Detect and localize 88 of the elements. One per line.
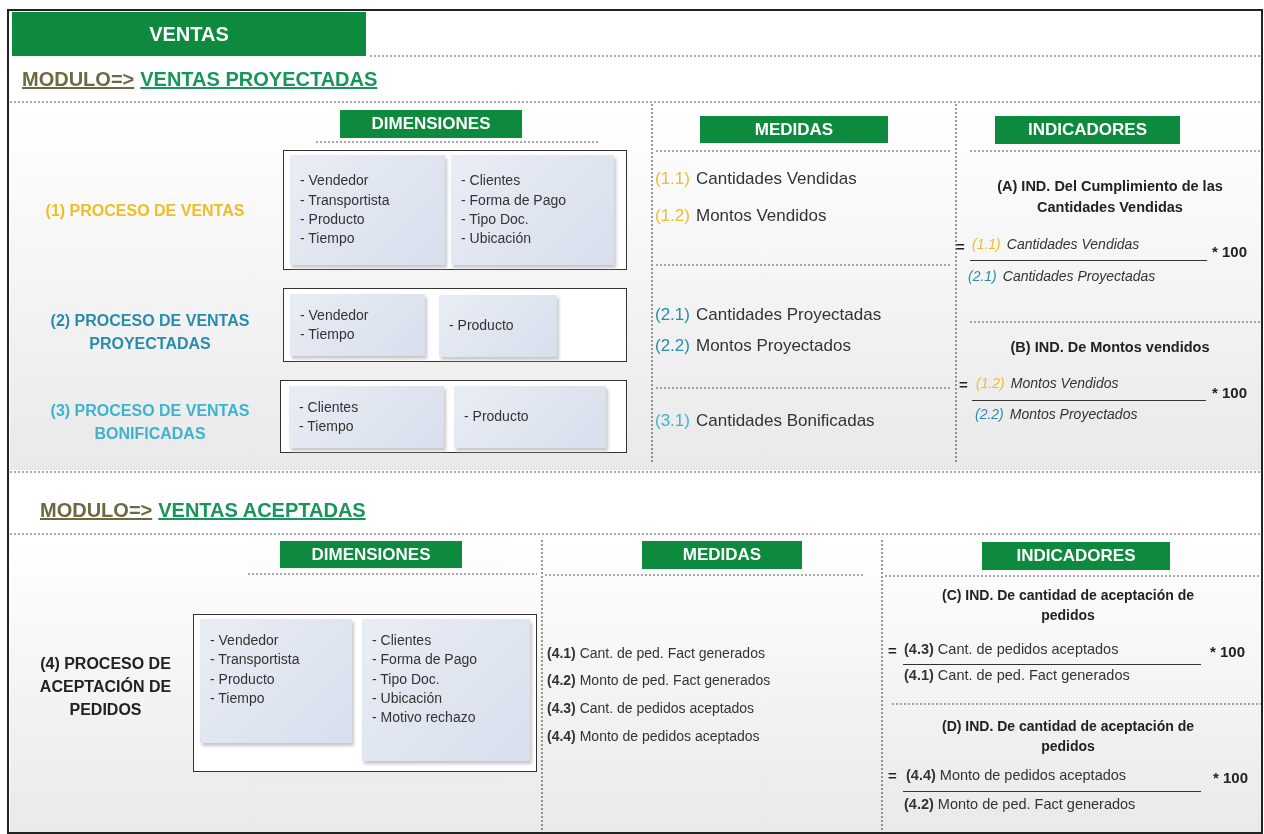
- dimension-item: - Ubicación: [372, 688, 444, 708]
- measure-code: (2.2): [975, 406, 1004, 422]
- formula-term: (4.3) Cant. de pedidos aceptados: [904, 641, 1119, 657]
- formula-term: Cantidades Proyectadas: [1002, 268, 1156, 284]
- measure-code: (1.1): [655, 169, 690, 189]
- dimension-item: - Tiempo: [300, 325, 356, 344]
- measure-code: (2.1): [655, 305, 690, 325]
- measure-code: (3.1): [655, 411, 690, 431]
- measure-code: (1.1): [972, 236, 1001, 252]
- measure-name: (4.4) Monto de pedidos aceptados: [547, 728, 760, 744]
- measure-name: Cantidades Bonificadas: [695, 411, 875, 431]
- section-header: DIMENSIONES: [340, 110, 522, 138]
- measure-name: (4.2) Monto de ped. Fact generados: [547, 672, 771, 688]
- dimension-list-card: [290, 155, 445, 265]
- measure-name: Cantidades Vendidas: [695, 169, 857, 189]
- dimension-item: - Tipo Doc.: [461, 210, 530, 229]
- dimension-list-card: [362, 619, 530, 761]
- section-header: DIMENSIONES: [280, 541, 462, 568]
- measure-code: (1.2): [655, 206, 690, 226]
- formula-term: Cantidades Vendidas: [1006, 236, 1140, 252]
- process-label: (1) PROCESO DE VENTAS: [44, 201, 246, 221]
- dimension-item: - Producto: [300, 210, 366, 229]
- dimension-item: - Tipo Doc.: [372, 669, 441, 689]
- dimension-group-frame: [280, 380, 627, 453]
- measure-code: (2.2): [655, 336, 690, 356]
- section-header: MEDIDAS: [642, 541, 802, 569]
- dimension-item: - Vendedor: [210, 631, 280, 650]
- dimension-item: - Transportista: [300, 190, 391, 210]
- multiplier: * 100: [1213, 769, 1249, 786]
- indicator-title: (A) IND. Del Cumplimiento de las Cantidades Vendidas: [996, 177, 1224, 217]
- dimension-list-card: [200, 619, 352, 743]
- measure-name: Cantidades Proyectadas: [695, 305, 882, 325]
- dimension-item: - Tiempo: [300, 229, 356, 249]
- equals-sign: =: [888, 642, 897, 659]
- dimension-list-card: [289, 386, 444, 448]
- dimension-item: - Tiempo: [210, 688, 266, 708]
- dimension-item: - Ubicación: [461, 229, 533, 249]
- dimension-group-frame: [193, 614, 537, 772]
- dimension-item: - Clientes: [461, 171, 522, 191]
- dimension-item: - Producto: [449, 316, 515, 336]
- measure-name: (4.3) Cant. de pedidos aceptados: [547, 700, 755, 716]
- module-heading: VENTAS PROYECTADAS: [140, 68, 378, 91]
- indicator-title: (B) IND. De Montos vendidos: [1009, 338, 1211, 357]
- dimension-item: - Tiempo: [299, 417, 355, 436]
- process-label: (4) PROCESO DE ACEPTACIÓN DE PEDIDOS: [38, 654, 173, 721]
- indicator-title: (C) IND. De cantidad de aceptación de pedidos: [940, 586, 1196, 626]
- dimension-item: - Transportista: [210, 650, 301, 670]
- indicator-title: (D) IND. De cantidad de aceptación de pedidos: [940, 717, 1196, 757]
- formula-term: (4.2) Monto de ped. Fact generados: [904, 796, 1136, 812]
- equals-sign: =: [956, 238, 965, 255]
- module-heading: MODULO=>: [40, 499, 153, 522]
- formula-term: (4.1) Cant. de ped. Fact generados: [904, 667, 1130, 683]
- module-heading: MODULO=>: [22, 68, 135, 91]
- dimension-list-card: [451, 155, 614, 265]
- dimension-list-card: [454, 386, 606, 448]
- measure-name: (4.1) Cant. de ped. Fact generados: [547, 645, 765, 661]
- formula-term: Montos Vendidos: [1010, 375, 1119, 391]
- measure-name: Montos Proyectados: [695, 336, 851, 356]
- dimension-item: - Vendedor: [300, 305, 370, 325]
- measure-code: (1.2): [976, 375, 1005, 391]
- multiplier: * 100: [1212, 384, 1248, 401]
- section-header: INDICADORES: [995, 116, 1180, 144]
- measure-name: Montos Vendidos: [695, 206, 827, 226]
- section-header: INDICADORES: [982, 542, 1170, 570]
- dimension-item: - Motivo rechazo: [372, 708, 477, 728]
- dimension-group-frame: [283, 150, 627, 270]
- dimension-list-card: [439, 295, 557, 357]
- dimension-item: - Vendedor: [300, 171, 370, 191]
- dimension-item: - Forma de Pago: [461, 190, 568, 210]
- process-label: (2) PROCESO DE VENTAS PROYECTADAS: [49, 311, 251, 355]
- dimension-item: - Producto: [464, 407, 530, 427]
- module-heading: VENTAS ACEPTADAS: [158, 499, 366, 522]
- multiplier: * 100: [1210, 643, 1246, 660]
- multiplier: * 100: [1212, 243, 1248, 260]
- formula-term: Montos Proyectados: [1009, 406, 1138, 422]
- dimension-item: - Clientes: [372, 631, 433, 650]
- equals-sign: =: [888, 767, 897, 784]
- dimension-item: - Forma de Pago: [372, 650, 479, 670]
- title-bar: VENTAS: [12, 12, 366, 56]
- dimension-list-card: [290, 294, 425, 356]
- process-label: (3) PROCESO DE VENTAS BONIFICADAS: [49, 401, 251, 445]
- section-header: MEDIDAS: [700, 116, 888, 143]
- dimension-item: - Producto: [210, 669, 276, 689]
- dimension-item: - Clientes: [299, 397, 360, 417]
- equals-sign: =: [959, 376, 968, 393]
- dimension-group-frame: [283, 288, 627, 362]
- formula-term: (4.4) Monto de pedidos aceptados: [906, 767, 1127, 783]
- measure-code: (2.1): [968, 268, 997, 284]
